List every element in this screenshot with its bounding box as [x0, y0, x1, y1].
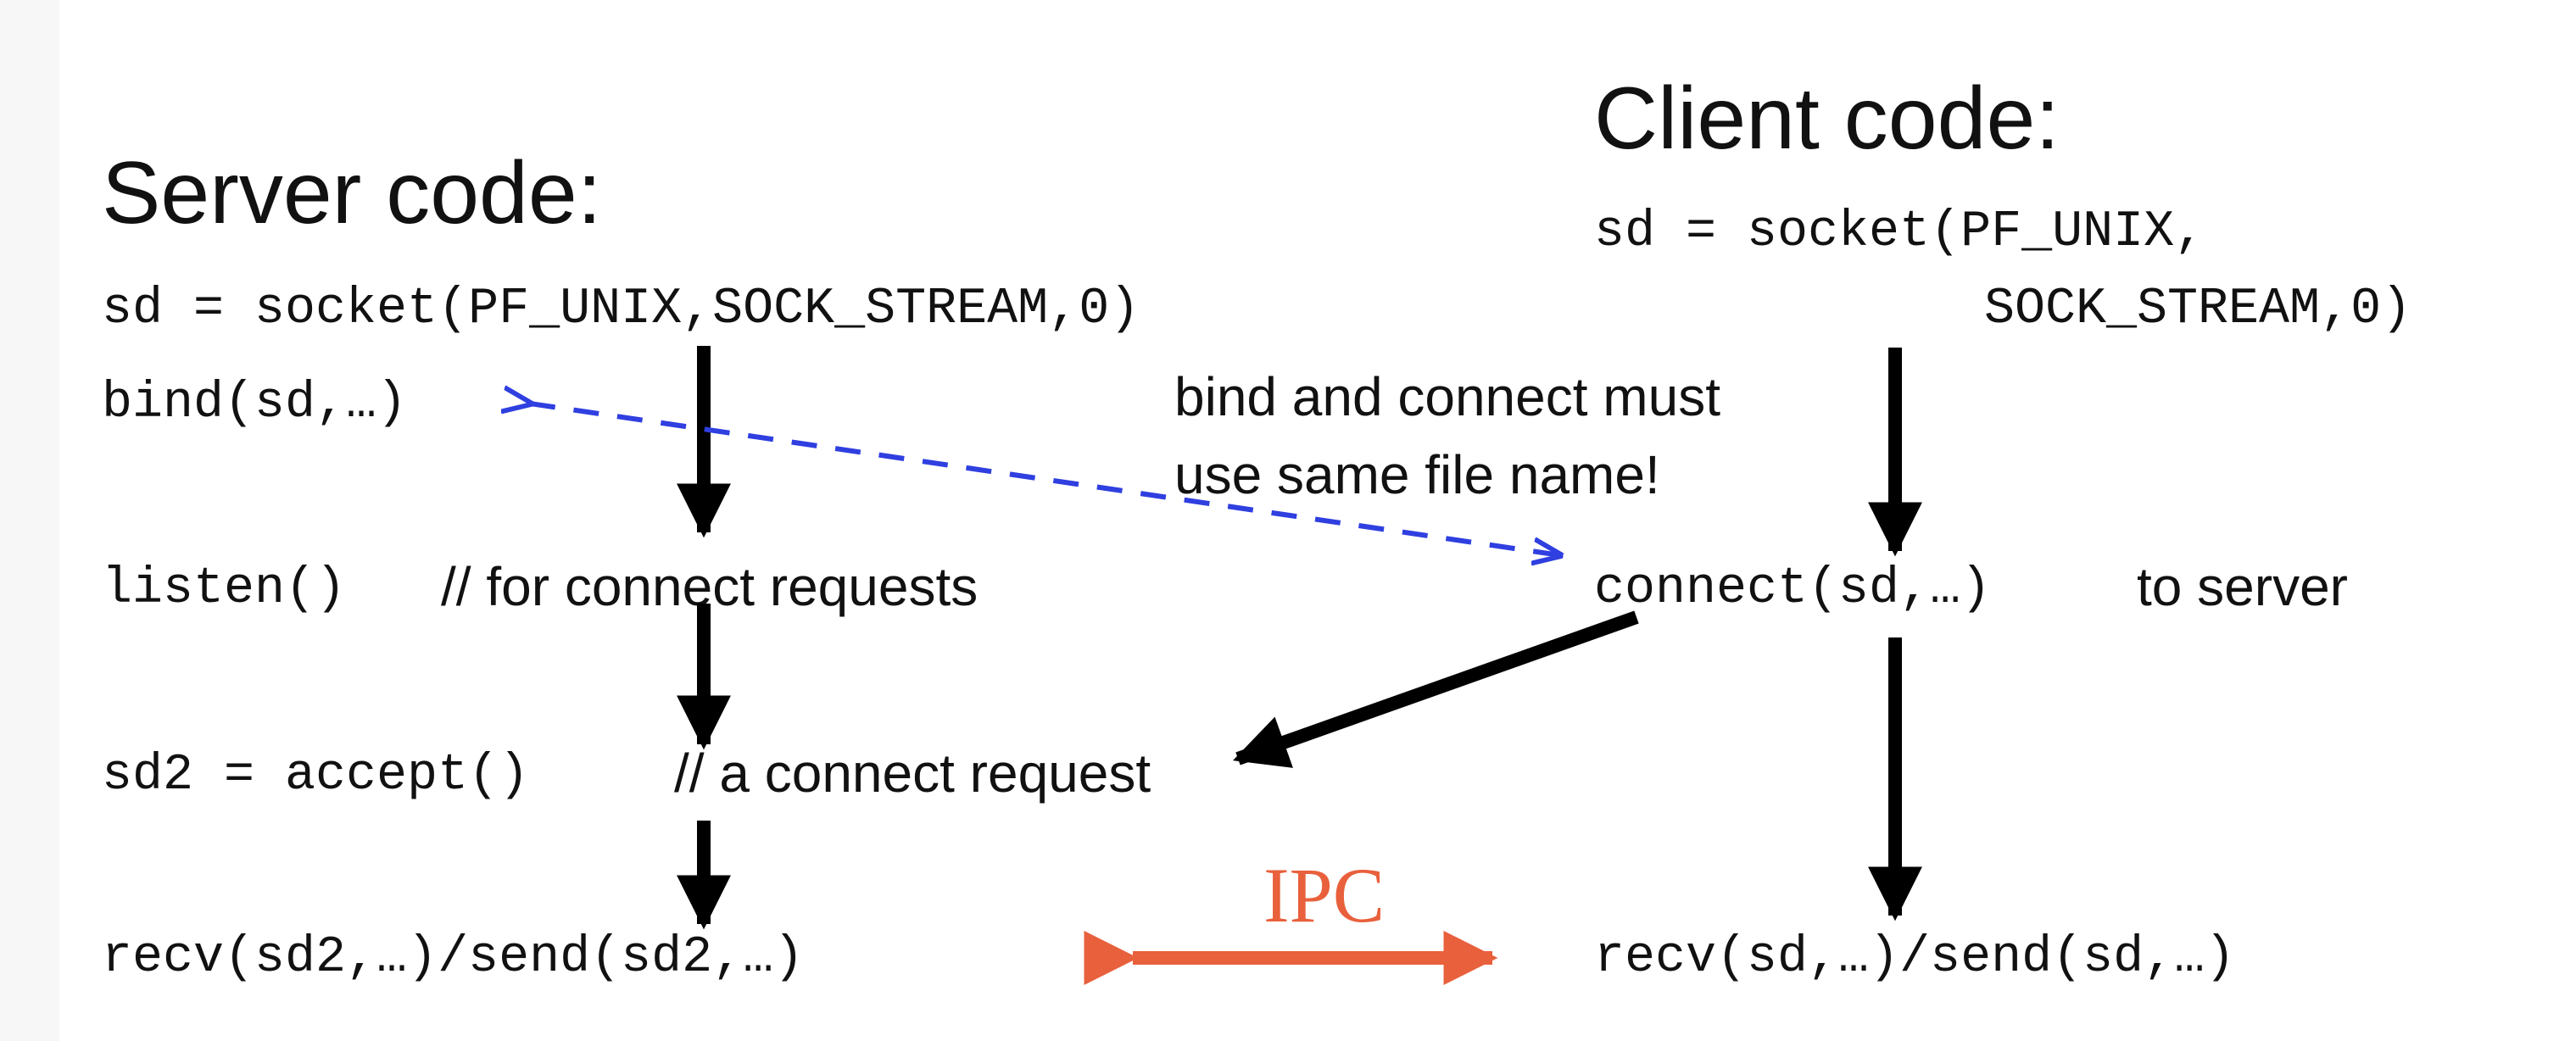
dashed-bind-connect-link	[530, 404, 1560, 555]
client-connect-comment: to server	[2137, 556, 2348, 617]
arrow-connect-to-accept	[1232, 610, 1639, 768]
ipc-label: IPC	[1263, 852, 1386, 938]
slide-left-margin	[0, 0, 59, 1041]
server-title: Server code:	[102, 144, 602, 242]
client-title: Client code:	[1594, 70, 2060, 168]
server-bind-call: bind(sd,…)	[102, 375, 408, 432]
client-io-call: recv(sd,…)/send(sd,…)	[1594, 929, 2236, 987]
server-accept-call: sd2 = accept()	[102, 747, 530, 804]
server-listen-call: listen()	[102, 560, 347, 618]
server-accept-comment: // a connect request	[674, 743, 1151, 804]
server-listen-comment: // for connect requests	[441, 556, 979, 617]
server-socket-call: sd = socket(PF_UNIX,SOCK_STREAM,0)	[102, 281, 1140, 338]
client-socket-call-line1: sd = socket(PF_UNIX,	[1594, 203, 2205, 261]
server-io-call: recv(sd2,…)/send(sd2,…)	[102, 929, 805, 987]
client-socket-call-line2: SOCK_STREAM,0)	[1984, 281, 2412, 338]
client-connect-call: connect(sd,…)	[1594, 560, 1992, 618]
